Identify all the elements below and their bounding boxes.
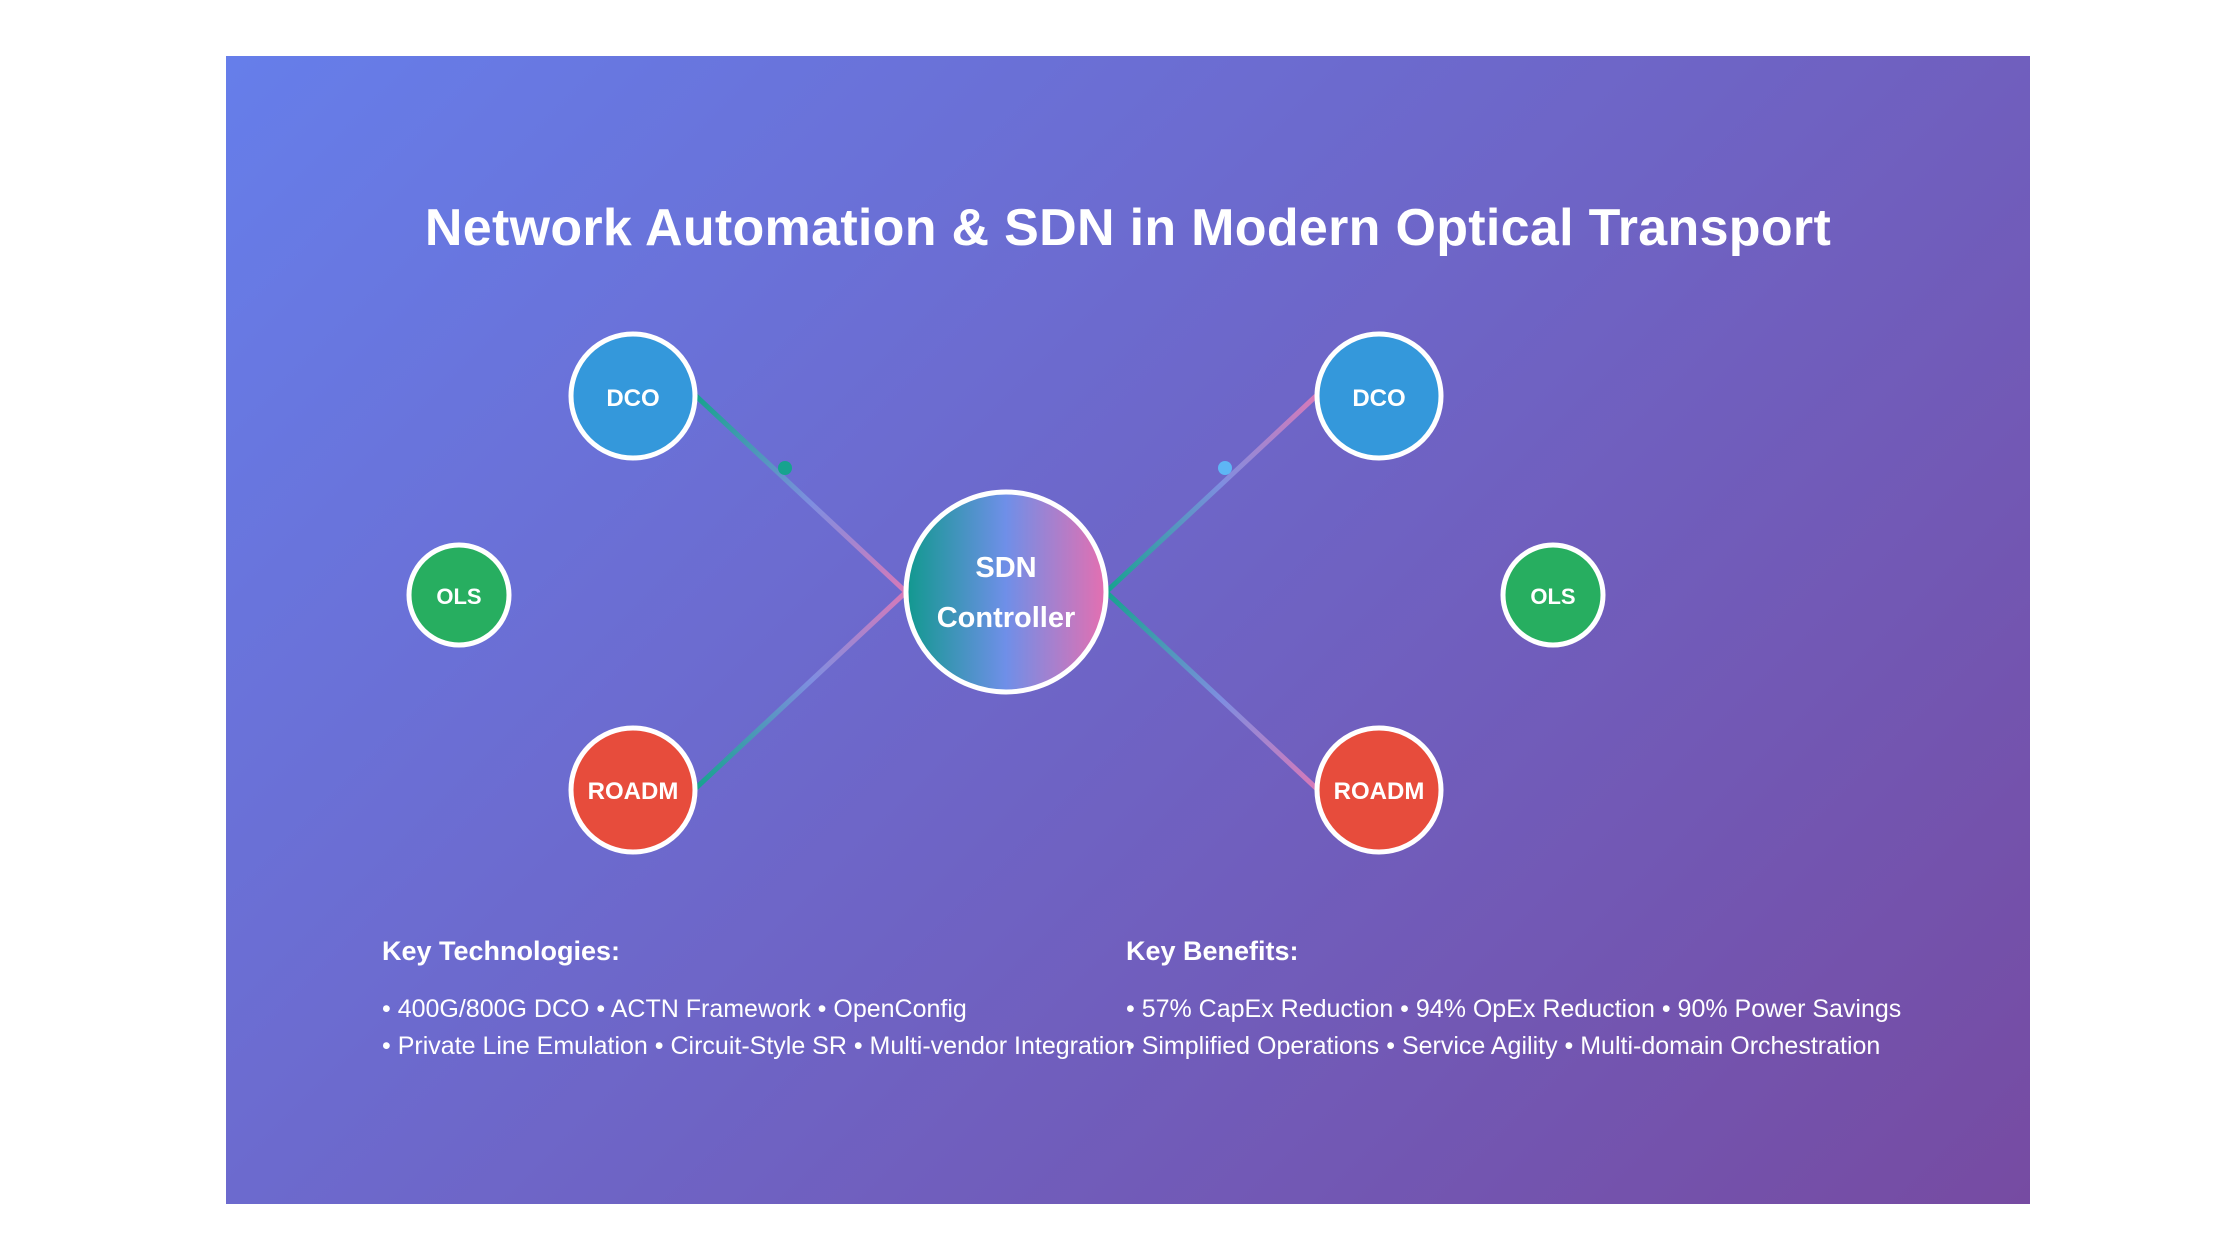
controller-label-line2: Controller: [937, 602, 1076, 634]
link-roadm-right: [1104, 590, 1318, 790]
data-packet-left: [778, 461, 792, 475]
dco-node-right[interactable]: DCO: [1314, 331, 1444, 461]
key-benefits-line-2: • Simplified Operations • Service Agilit…: [1126, 1032, 1881, 1060]
ols-right-label: OLS: [1530, 584, 1575, 609]
sdn-controller-node[interactable]: SDN Controller: [903, 489, 1109, 695]
key-technologies-panel: Key Technologies: • 400G/800G DCO • ACTN…: [382, 936, 1132, 1065]
dco-right-label: DCO: [1352, 385, 1405, 412]
roadm-node-right[interactable]: ROADM: [1314, 725, 1444, 855]
key-benefits-panel: Key Benefits: • 57% CapEx Reduction • 94…: [1126, 936, 1901, 1065]
ols-left-label: OLS: [436, 584, 481, 609]
roadm-node-left[interactable]: ROADM: [568, 725, 698, 855]
key-benefits-heading: Key Benefits:: [1126, 936, 1299, 966]
ols-node-left[interactable]: OLS: [406, 542, 512, 648]
link-dco-left: [694, 394, 908, 594]
slide: Network Automation & SDN in Modern Optic…: [226, 56, 2030, 1204]
controller-label-line1: SDN: [975, 552, 1036, 584]
link-roadm-left: [694, 590, 908, 790]
data-packet-right: [1218, 461, 1232, 475]
sdn-diagram: SDN Controller DCO DCO OLS OLS ROADM: [406, 331, 1606, 855]
ols-node-right[interactable]: OLS: [1500, 542, 1606, 648]
page-title: Network Automation & SDN in Modern Optic…: [424, 199, 1832, 257]
roadm-left-label: ROADM: [588, 778, 679, 805]
link-dco-right: [1104, 394, 1318, 594]
roadm-right-label: ROADM: [1334, 778, 1425, 805]
key-technologies-heading: Key Technologies:: [382, 936, 621, 966]
dco-node-left[interactable]: DCO: [568, 331, 698, 461]
key-benefits-line-1: • 57% CapEx Reduction • 94% OpEx Reducti…: [1126, 995, 1902, 1023]
key-technologies-line-2: • Private Line Emulation • Circuit-Style…: [382, 1032, 1133, 1060]
key-technologies-line-1: • 400G/800G DCO • ACTN Framework • OpenC…: [382, 995, 967, 1023]
dco-left-label: DCO: [606, 385, 659, 412]
